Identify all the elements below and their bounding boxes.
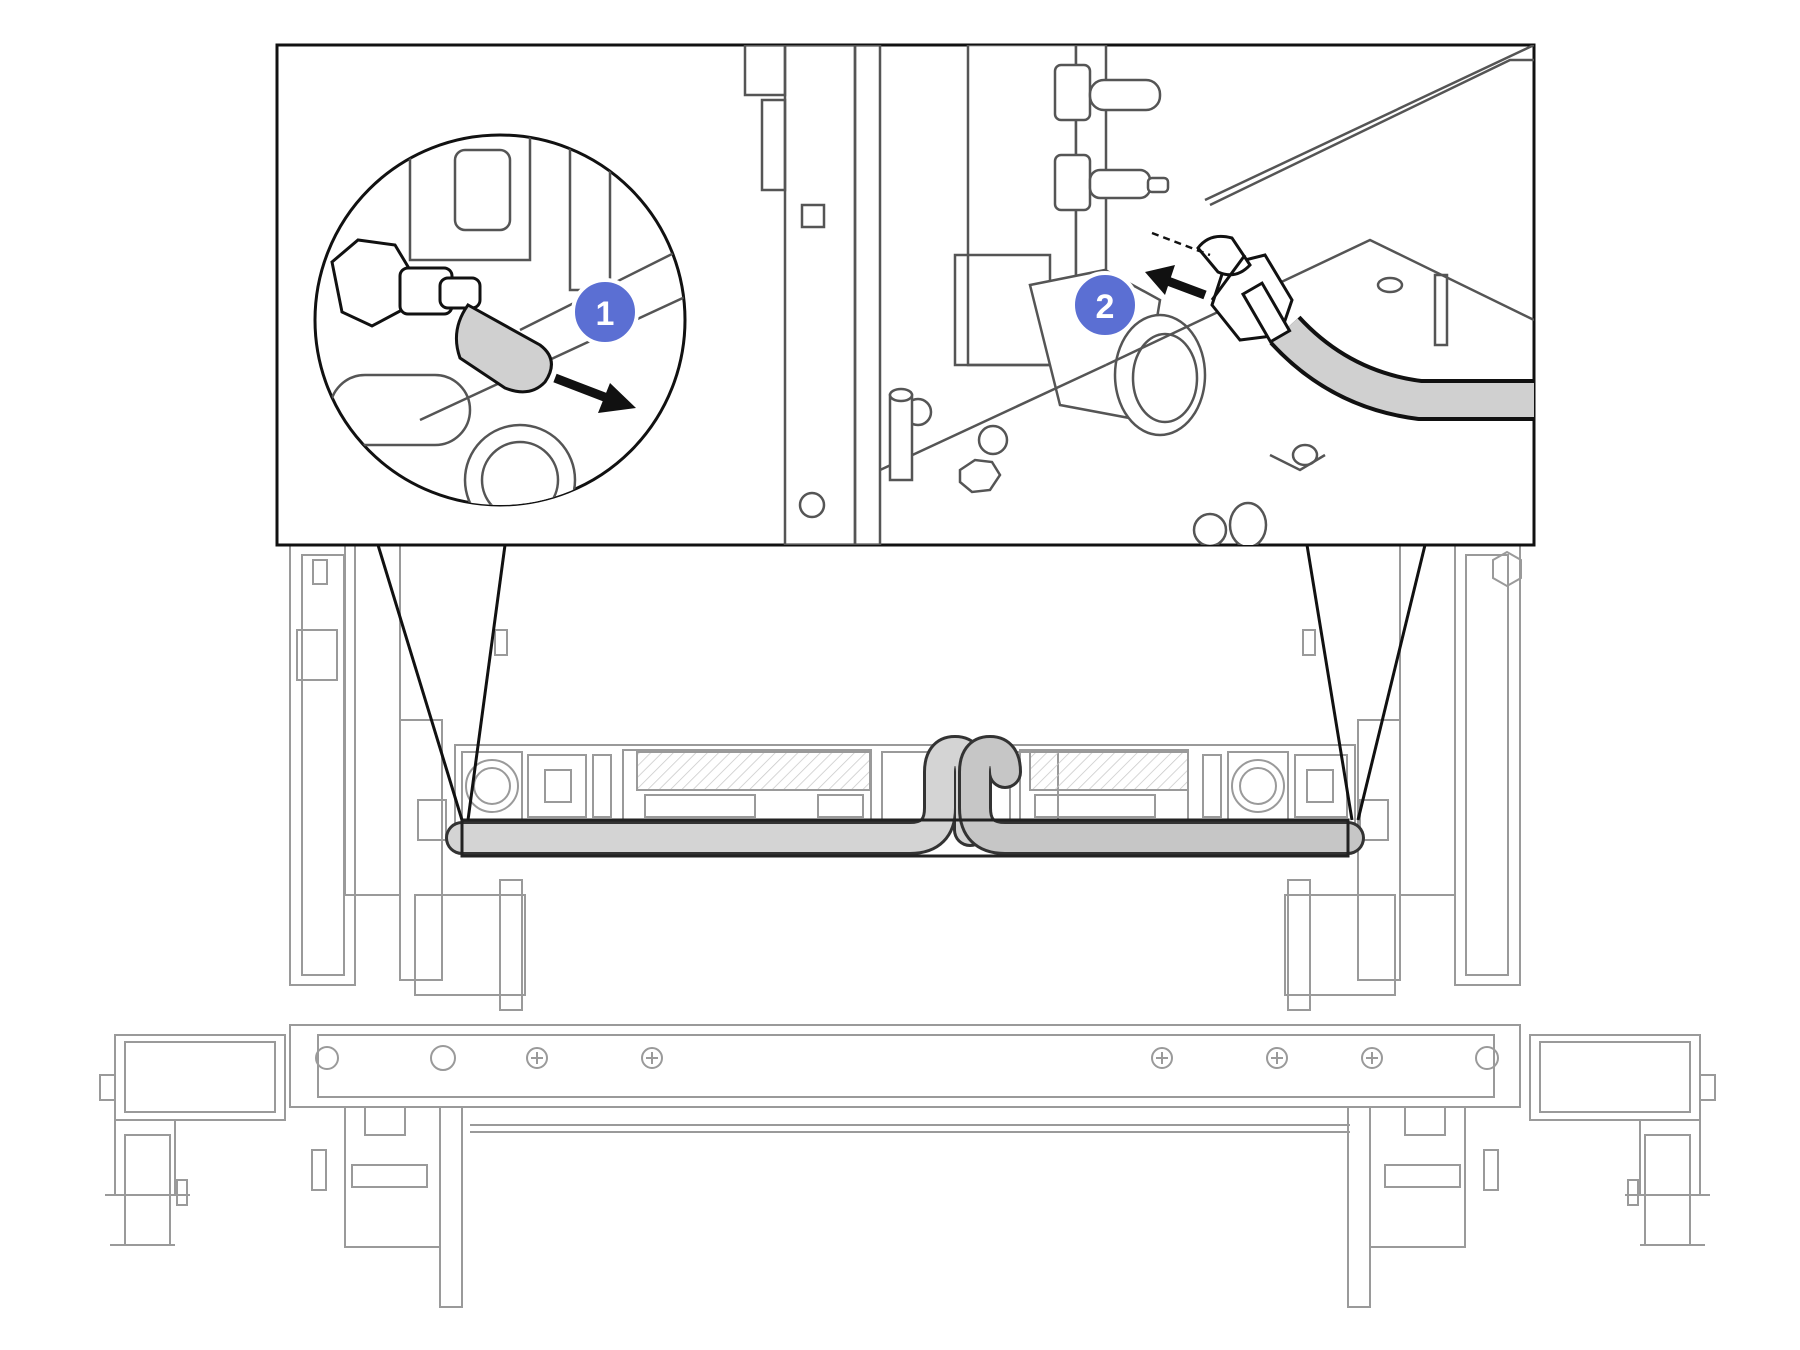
callout-2: 2	[1071, 271, 1139, 339]
arrow-right-down-icon	[553, 373, 636, 413]
rack-frame	[99, 544, 1716, 1308]
lower-brackets	[414, 879, 1396, 1011]
port-with-dust-cap	[330, 238, 553, 394]
right-caster	[1529, 1034, 1716, 1246]
hose-assembly	[445, 735, 1365, 858]
hose-body	[1272, 318, 1534, 417]
base-beam	[289, 1024, 1521, 1133]
callout-2-label: 2	[1096, 288, 1115, 326]
quick-connect-hose	[1196, 234, 1534, 421]
dashed-guide-line	[1151, 231, 1211, 257]
callout-1-label: 1	[596, 295, 615, 333]
return-hose	[961, 738, 1362, 852]
rack-feet	[311, 1106, 1499, 1308]
left-caster	[99, 1034, 286, 1246]
magnified-manifold	[408, 135, 532, 262]
right-upright	[1454, 544, 1521, 986]
callout-1: 1	[571, 278, 639, 346]
server-chassis	[417, 744, 1389, 841]
callout-leader-lines	[376, 544, 1427, 821]
arrow-left-up-icon	[1145, 265, 1207, 300]
manifold-ports	[1053, 63, 1170, 212]
magnified-detail-circle: 1	[313, 133, 687, 507]
dust-cap	[454, 303, 553, 394]
